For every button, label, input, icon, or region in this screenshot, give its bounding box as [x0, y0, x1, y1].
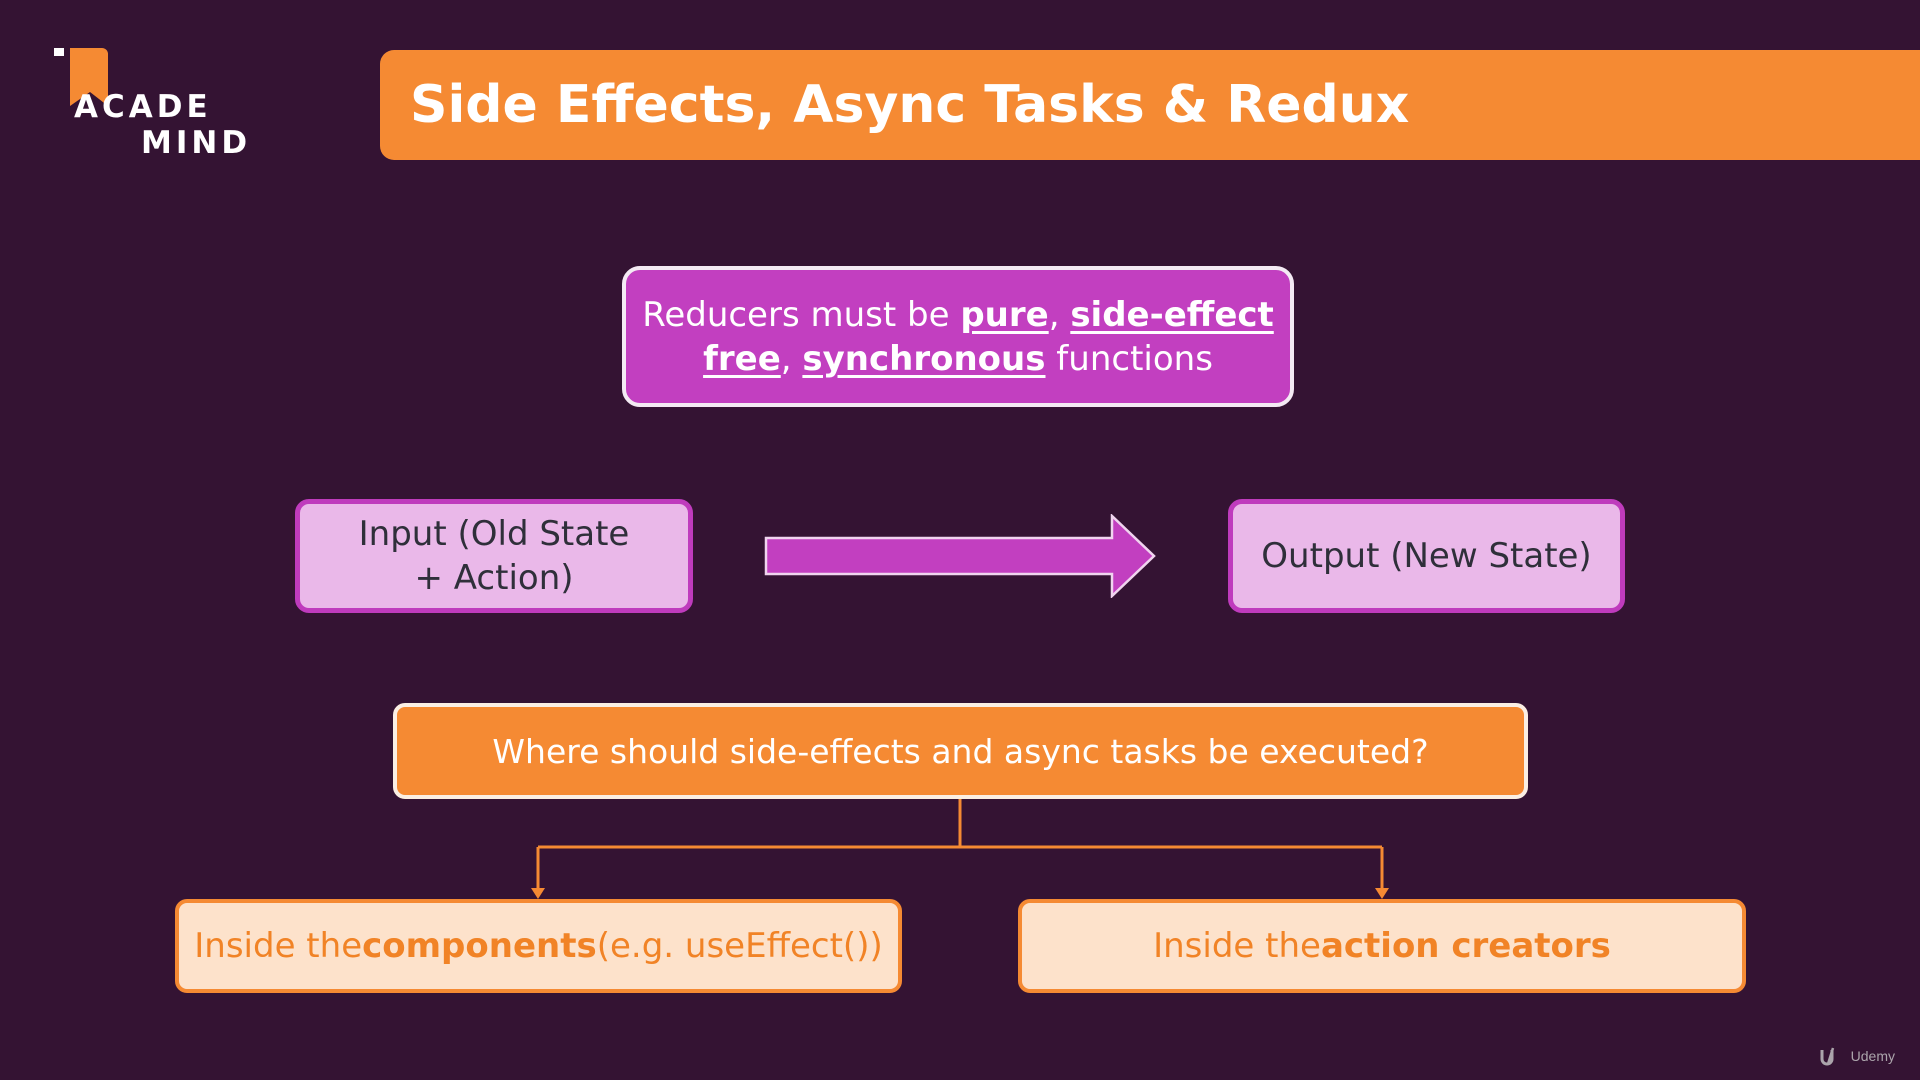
output-label: Output (New State): [1261, 536, 1592, 576]
rule-line-1: Reducers must be pure, side-effect: [642, 293, 1274, 337]
answer-action-creators-prefix: Inside the: [1153, 926, 1321, 966]
answer-components-box: Inside the components (e.g. useEffect()): [175, 899, 902, 993]
answer-components-prefix: Inside the: [194, 926, 363, 966]
right-arrow-icon: [764, 514, 1156, 598]
arrow-down-right-icon: [1375, 888, 1389, 899]
rule-sep-1: ,: [1048, 294, 1071, 335]
title-bar: Side Effects, Async Tasks & Redux: [380, 50, 1920, 160]
rule-synchronous: synchronous: [802, 338, 1046, 379]
rule-side-effect: side-effect: [1070, 294, 1274, 335]
academind-logo: ACADE MIND: [50, 40, 250, 165]
udemy-watermark: Udemy: [1819, 1046, 1895, 1066]
answer-components-bold: components: [362, 926, 597, 966]
academind-flag-icon: [54, 48, 108, 106]
slide-title: Side Effects, Async Tasks & Redux: [410, 75, 1410, 135]
answer-action-creators-box: Inside the action creators: [1018, 899, 1746, 993]
question-box: Where should side-effects and async task…: [393, 703, 1528, 799]
rule-prefix: Reducers must be: [642, 294, 961, 335]
rule-free: free: [703, 338, 781, 379]
rule-suffix: functions: [1045, 338, 1213, 379]
udemy-watermark-text: Udemy: [1850, 1048, 1895, 1064]
question-text: Where should side-effects and async task…: [492, 731, 1429, 771]
logo-text-line1: ACADE: [74, 89, 212, 125]
logo-text-line2: MIND: [141, 125, 252, 161]
arrow-down-left-icon: [531, 888, 545, 899]
input-label: Input (Old State + Action): [358, 514, 630, 598]
answer-components-suffix: (e.g. useEffect()): [596, 926, 883, 966]
rule-line-2: free, synchronous functions: [703, 337, 1213, 381]
reducer-rule-box: Reducers must be pure, side-effect free,…: [622, 266, 1294, 407]
udemy-logo-icon: [1820, 1047, 1834, 1066]
output-state-box: Output (New State): [1228, 499, 1625, 613]
answer-action-creators-bold: action creators: [1320, 926, 1611, 966]
rule-sep-2: ,: [780, 338, 803, 379]
input-state-box: Input (Old State + Action): [295, 499, 693, 613]
rule-pure: pure: [960, 294, 1049, 335]
